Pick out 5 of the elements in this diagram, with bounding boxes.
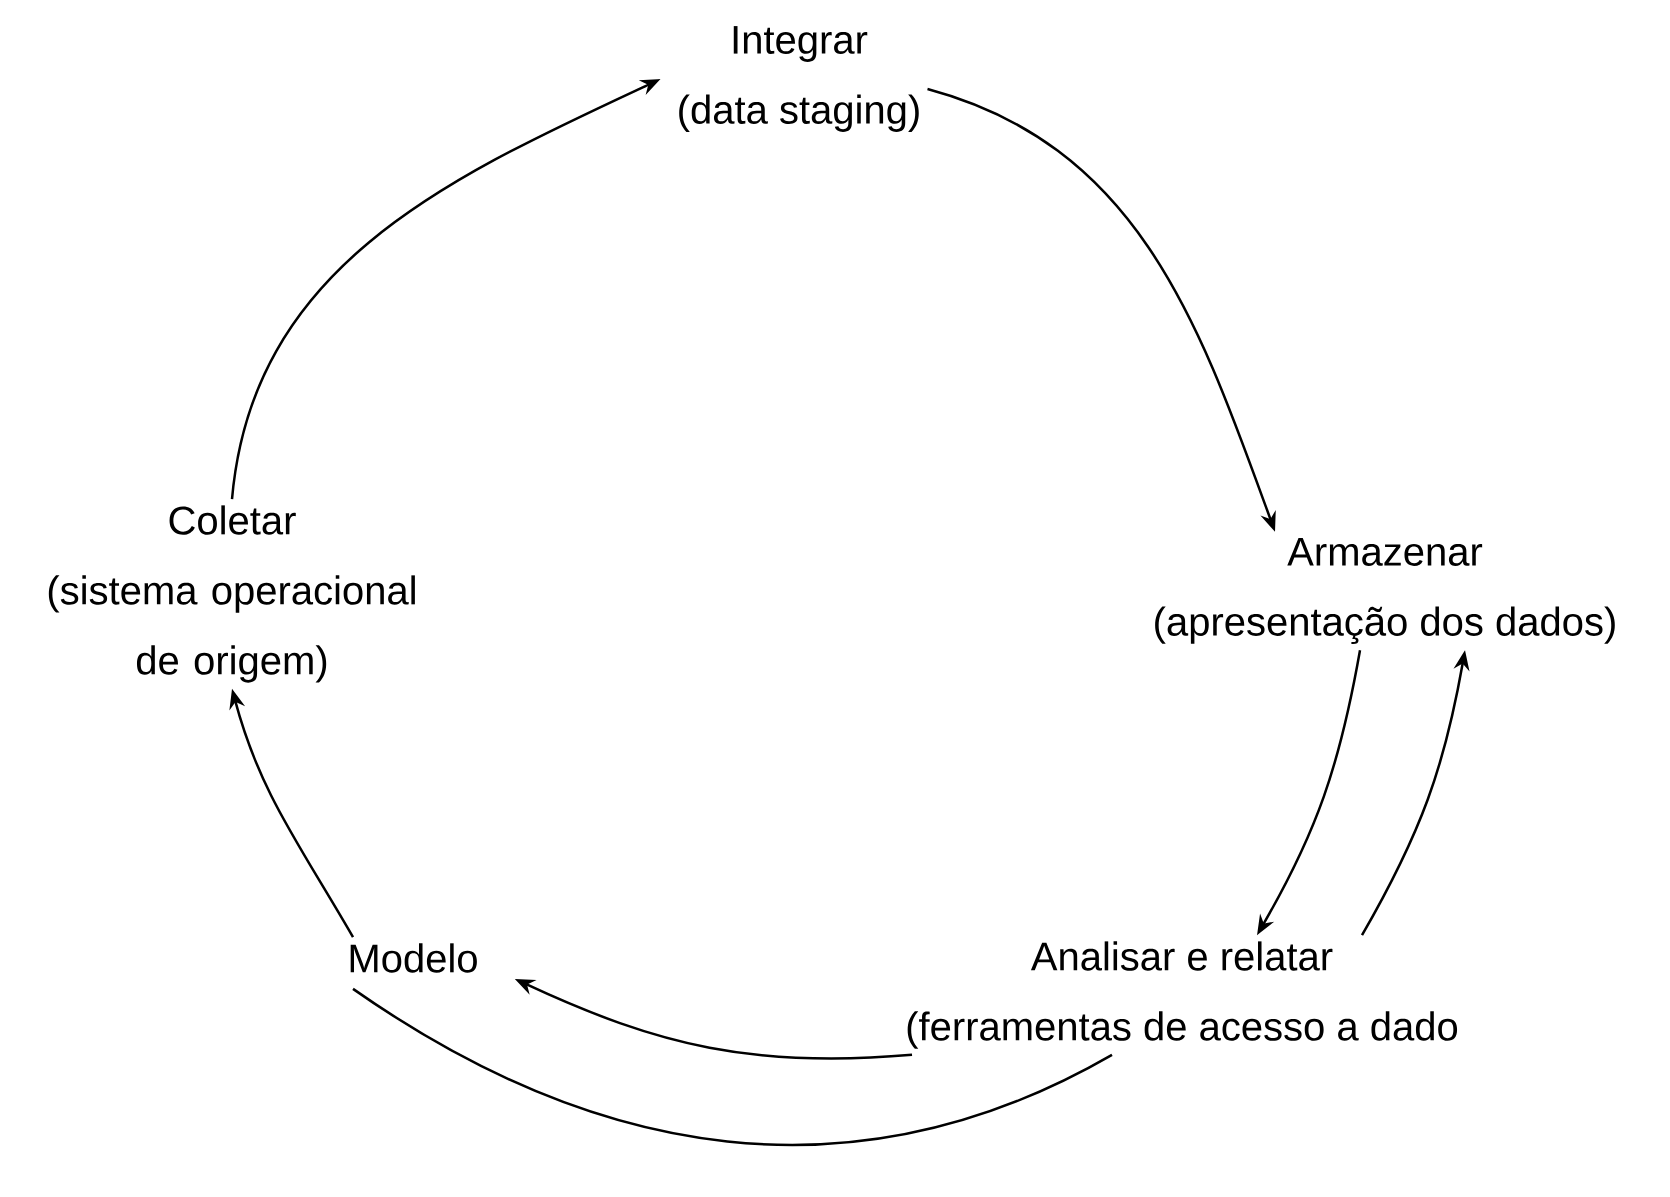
process-label: Coletar (sistema operacional de origem) <box>48 505 415 683</box>
process-label: Analisar e relatar (ferramentas de acesso a dado <box>907 941 1458 1049</box>
process-label: Armazenar (apresentação dos dados) <box>1155 538 1615 644</box>
process-label: Integrar (data staging) <box>679 26 919 132</box>
process-label: Modelo <box>350 943 477 973</box>
